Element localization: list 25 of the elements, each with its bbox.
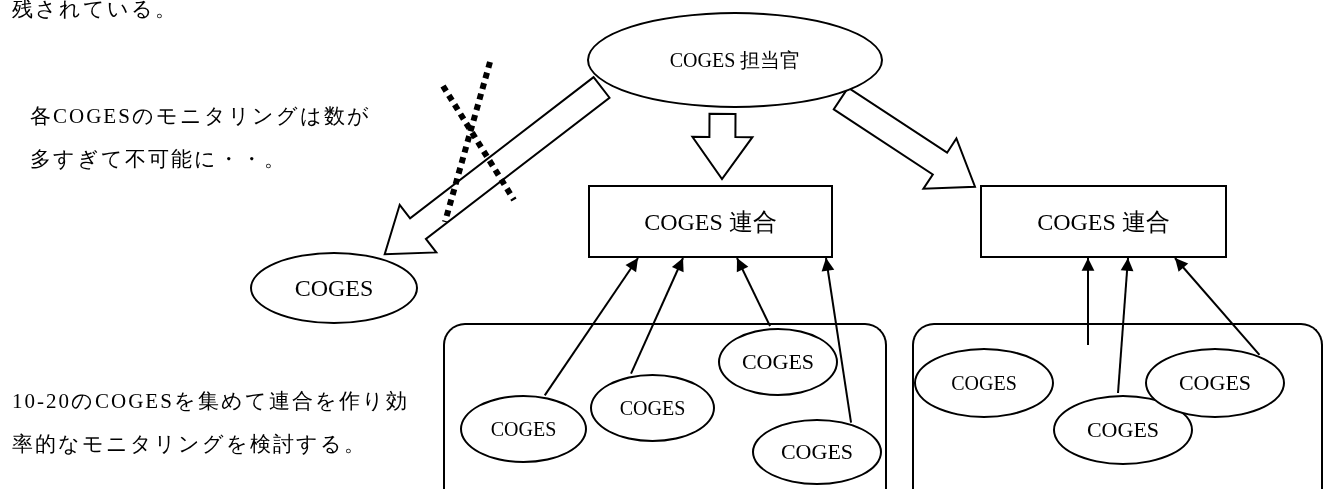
node-label: COGES 連合: [644, 207, 777, 237]
rect-node: [588, 185, 833, 258]
arrow: [543, 257, 639, 397]
block-arrow: [690, 112, 755, 181]
node-label: COGES 担当官: [669, 47, 801, 73]
node-label: COGES: [1178, 370, 1252, 396]
node-label: COGES: [294, 274, 374, 302]
arrow: [630, 257, 684, 375]
block-arrow: [383, 75, 611, 256]
note-text: 10-20のCOGESを集めて連合を作り効率的なモニタリングを検討する。: [12, 388, 410, 459]
node-label: COGES: [1086, 417, 1160, 443]
node-label: COGES: [951, 371, 1017, 395]
arrow: [1174, 257, 1261, 356]
node-label: COGES: [741, 349, 815, 375]
node-label: COGES: [780, 439, 854, 465]
node-label: COGES: [490, 417, 557, 441]
arrow: [736, 257, 772, 328]
group-frame: [443, 323, 887, 489]
group-frame: [912, 323, 1323, 489]
rect-node: [980, 185, 1227, 258]
node-label: COGES 連合: [1037, 207, 1170, 237]
arrow: [1081, 257, 1095, 346]
arrow: [1117, 257, 1134, 395]
note-text: 各COGESのモニタリングは数が多すぎて不可能に・・。: [29, 103, 372, 174]
node-label: COGES: [619, 396, 686, 420]
